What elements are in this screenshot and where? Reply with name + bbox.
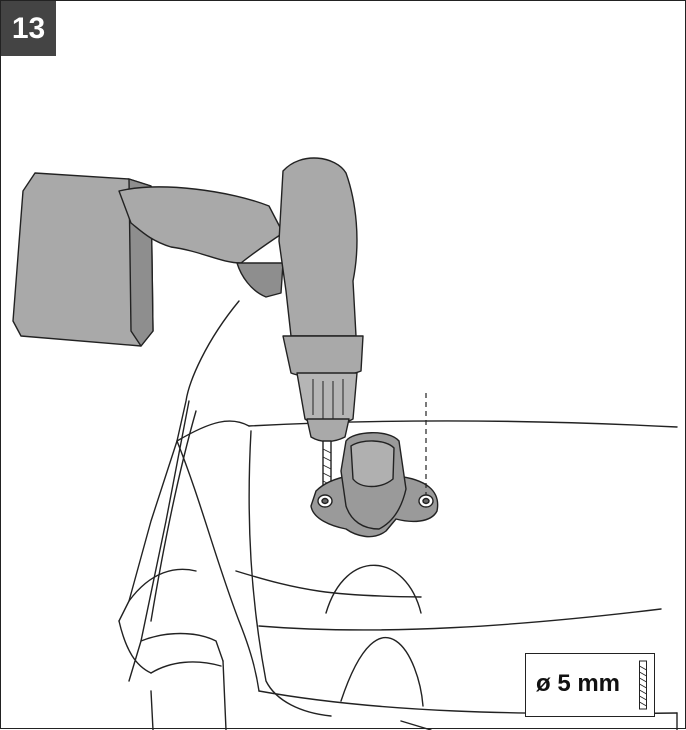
chuck-grooves: [312, 379, 344, 419]
hull-bottom-left: [150, 690, 154, 730]
hull-left-lower-2: [128, 568, 197, 602]
mount-top: [350, 440, 395, 488]
drill-handle: [118, 186, 284, 264]
drill-spec-box: ø 5 mm: [525, 653, 655, 717]
hull-mid-line: [258, 608, 662, 631]
mount-bracket: [310, 432, 439, 538]
hull-left-lower-4: [150, 661, 222, 674]
hull-left-lower-1: [118, 620, 152, 674]
drill-diameter-label: ø 5 mm: [536, 670, 621, 697]
drill-motor-body: [278, 157, 358, 337]
drill-collar: [282, 335, 364, 378]
cordless-drill: [12, 157, 364, 504]
hull-bottom-left-2: [222, 660, 227, 730]
hull-front-curve: [176, 440, 260, 692]
hull-side-line-1: [128, 400, 190, 682]
hull-left-lower-3: [140, 632, 224, 662]
hull-left-edge-inner: [176, 420, 250, 442]
hull-side-line-2: [150, 410, 197, 622]
hull-mid-line-2: [235, 570, 422, 598]
drill-bit-icon: [639, 660, 647, 710]
hull-inner-curve: [248, 430, 332, 717]
drill-trigger: [236, 262, 284, 298]
drill-chuck-tip: [306, 418, 350, 443]
hull-left-edge-outer: [118, 300, 240, 622]
hull-top-edge: [248, 420, 678, 428]
hull-lower-arch: [340, 637, 424, 707]
hull-arch: [325, 564, 422, 614]
hull-outline: [118, 300, 678, 730]
drill-chuck: [296, 372, 358, 426]
step-number-badge: 13: [1, 1, 56, 56]
